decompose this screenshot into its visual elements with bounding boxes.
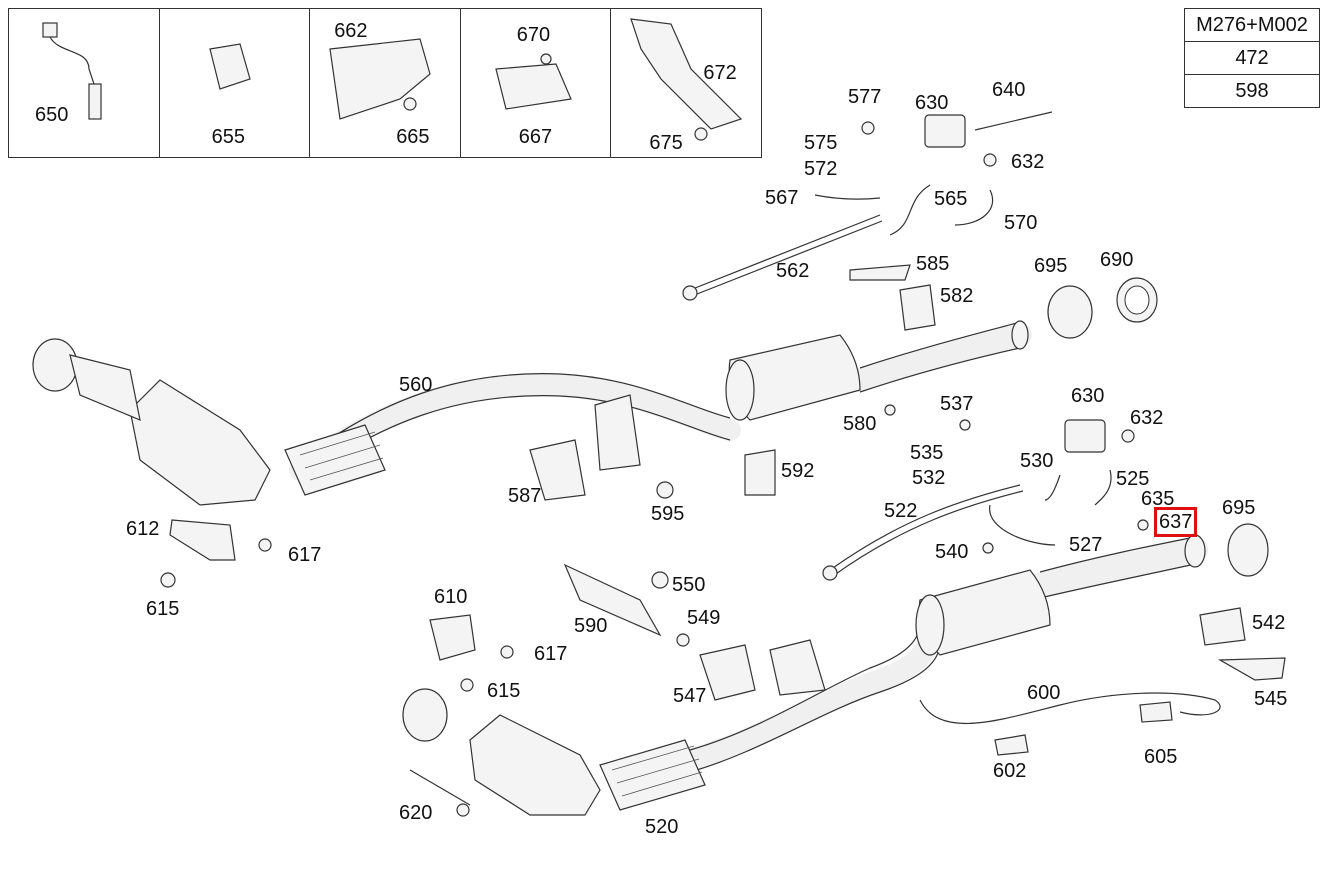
part-label-549[interactable]: 549	[687, 607, 721, 629]
part-label-550[interactable]: 550	[672, 574, 706, 596]
part-label-637[interactable]: 637	[1153, 507, 1198, 537]
variant-cell: 472	[1184, 41, 1320, 75]
inset-label[interactable]: 672	[703, 62, 737, 84]
part-label-570[interactable]: 570	[1004, 212, 1038, 234]
part-label-632[interactable]: 632	[1011, 151, 1045, 173]
part-label-542[interactable]: 542	[1252, 612, 1286, 634]
part-label-522[interactable]: 522	[884, 500, 918, 522]
part-label-587[interactable]: 587	[508, 485, 542, 507]
part-label-575[interactable]: 575	[804, 132, 838, 154]
mount-icon	[630, 18, 743, 141]
part-label-562[interactable]: 562	[776, 260, 810, 282]
part-label-600[interactable]: 600	[1027, 682, 1061, 704]
part-label-520[interactable]: 520	[645, 816, 679, 838]
part-label-525[interactable]: 525	[1116, 468, 1150, 490]
variant-cell: M276+M002	[1184, 8, 1320, 42]
inset-label[interactable]: 665	[396, 126, 430, 148]
part-label-615b[interactable]: 615	[487, 680, 521, 702]
part-label-630b[interactable]: 630	[1071, 385, 1105, 407]
variant-cell: 598	[1184, 74, 1320, 108]
part-label-560[interactable]: 560	[399, 374, 433, 396]
part-label-565[interactable]: 565	[934, 188, 968, 210]
part-label-617[interactable]: 617	[288, 544, 322, 566]
holder-icon	[495, 53, 572, 110]
part-label-592[interactable]: 592	[781, 460, 815, 482]
inset-662: 662 665	[310, 9, 461, 157]
part-label-532[interactable]: 532	[912, 467, 946, 489]
inset-label[interactable]: 655	[211, 126, 245, 148]
part-label-690[interactable]: 690	[1100, 249, 1134, 271]
variant-table: M276+M002 472 598	[1184, 8, 1320, 108]
inset-650: 650	[9, 9, 160, 157]
part-label-535[interactable]: 535	[910, 442, 944, 464]
part-label-602[interactable]: 602	[993, 760, 1027, 782]
part-label-582[interactable]: 582	[940, 285, 974, 307]
part-label-540[interactable]: 540	[935, 541, 969, 563]
part-label-572[interactable]: 572	[804, 158, 838, 180]
part-label-635[interactable]: 635	[1141, 488, 1175, 510]
inset-655: 655	[160, 9, 311, 157]
part-label-567[interactable]: 567	[765, 187, 799, 209]
oxygen-sensor-icon	[42, 22, 102, 120]
part-label-527[interactable]: 527	[1069, 534, 1103, 556]
inset-label[interactable]: 662	[334, 20, 368, 42]
part-label-632b[interactable]: 632	[1130, 407, 1164, 429]
inset-667: 670 667	[461, 9, 612, 157]
inset-label[interactable]: 650	[35, 104, 69, 126]
part-label-590[interactable]: 590	[574, 615, 608, 637]
part-label-530[interactable]: 530	[1020, 450, 1054, 472]
part-label-640[interactable]: 640	[992, 79, 1026, 101]
part-label-547[interactable]: 547	[673, 685, 707, 707]
bracket-icon	[329, 38, 431, 120]
part-label-595[interactable]: 595	[651, 503, 685, 525]
part-label-537[interactable]: 537	[940, 393, 974, 415]
inset-label[interactable]: 667	[518, 126, 553, 148]
part-label-617b[interactable]: 617	[534, 643, 568, 665]
part-label-630[interactable]: 630	[915, 92, 949, 114]
part-label-695b[interactable]: 695	[1222, 497, 1256, 519]
part-label-545[interactable]: 545	[1254, 688, 1288, 710]
part-label-615[interactable]: 615	[146, 598, 180, 620]
part-label-612[interactable]: 612	[126, 518, 160, 540]
inset-label[interactable]: 675	[649, 132, 683, 154]
part-label-585[interactable]: 585	[916, 253, 950, 275]
clip-icon	[208, 43, 251, 90]
part-label-577[interactable]: 577	[848, 86, 882, 108]
inset-672: 672 675	[611, 9, 761, 157]
inset-label[interactable]: 670	[516, 24, 551, 46]
part-label-580[interactable]: 580	[843, 413, 877, 435]
part-label-605[interactable]: 605	[1144, 746, 1178, 768]
inset-panels: 650 655 662 665 670 667	[8, 8, 762, 158]
part-label-620[interactable]: 620	[399, 802, 433, 824]
part-label-695[interactable]: 695	[1034, 255, 1068, 277]
part-label-610[interactable]: 610	[434, 586, 468, 608]
